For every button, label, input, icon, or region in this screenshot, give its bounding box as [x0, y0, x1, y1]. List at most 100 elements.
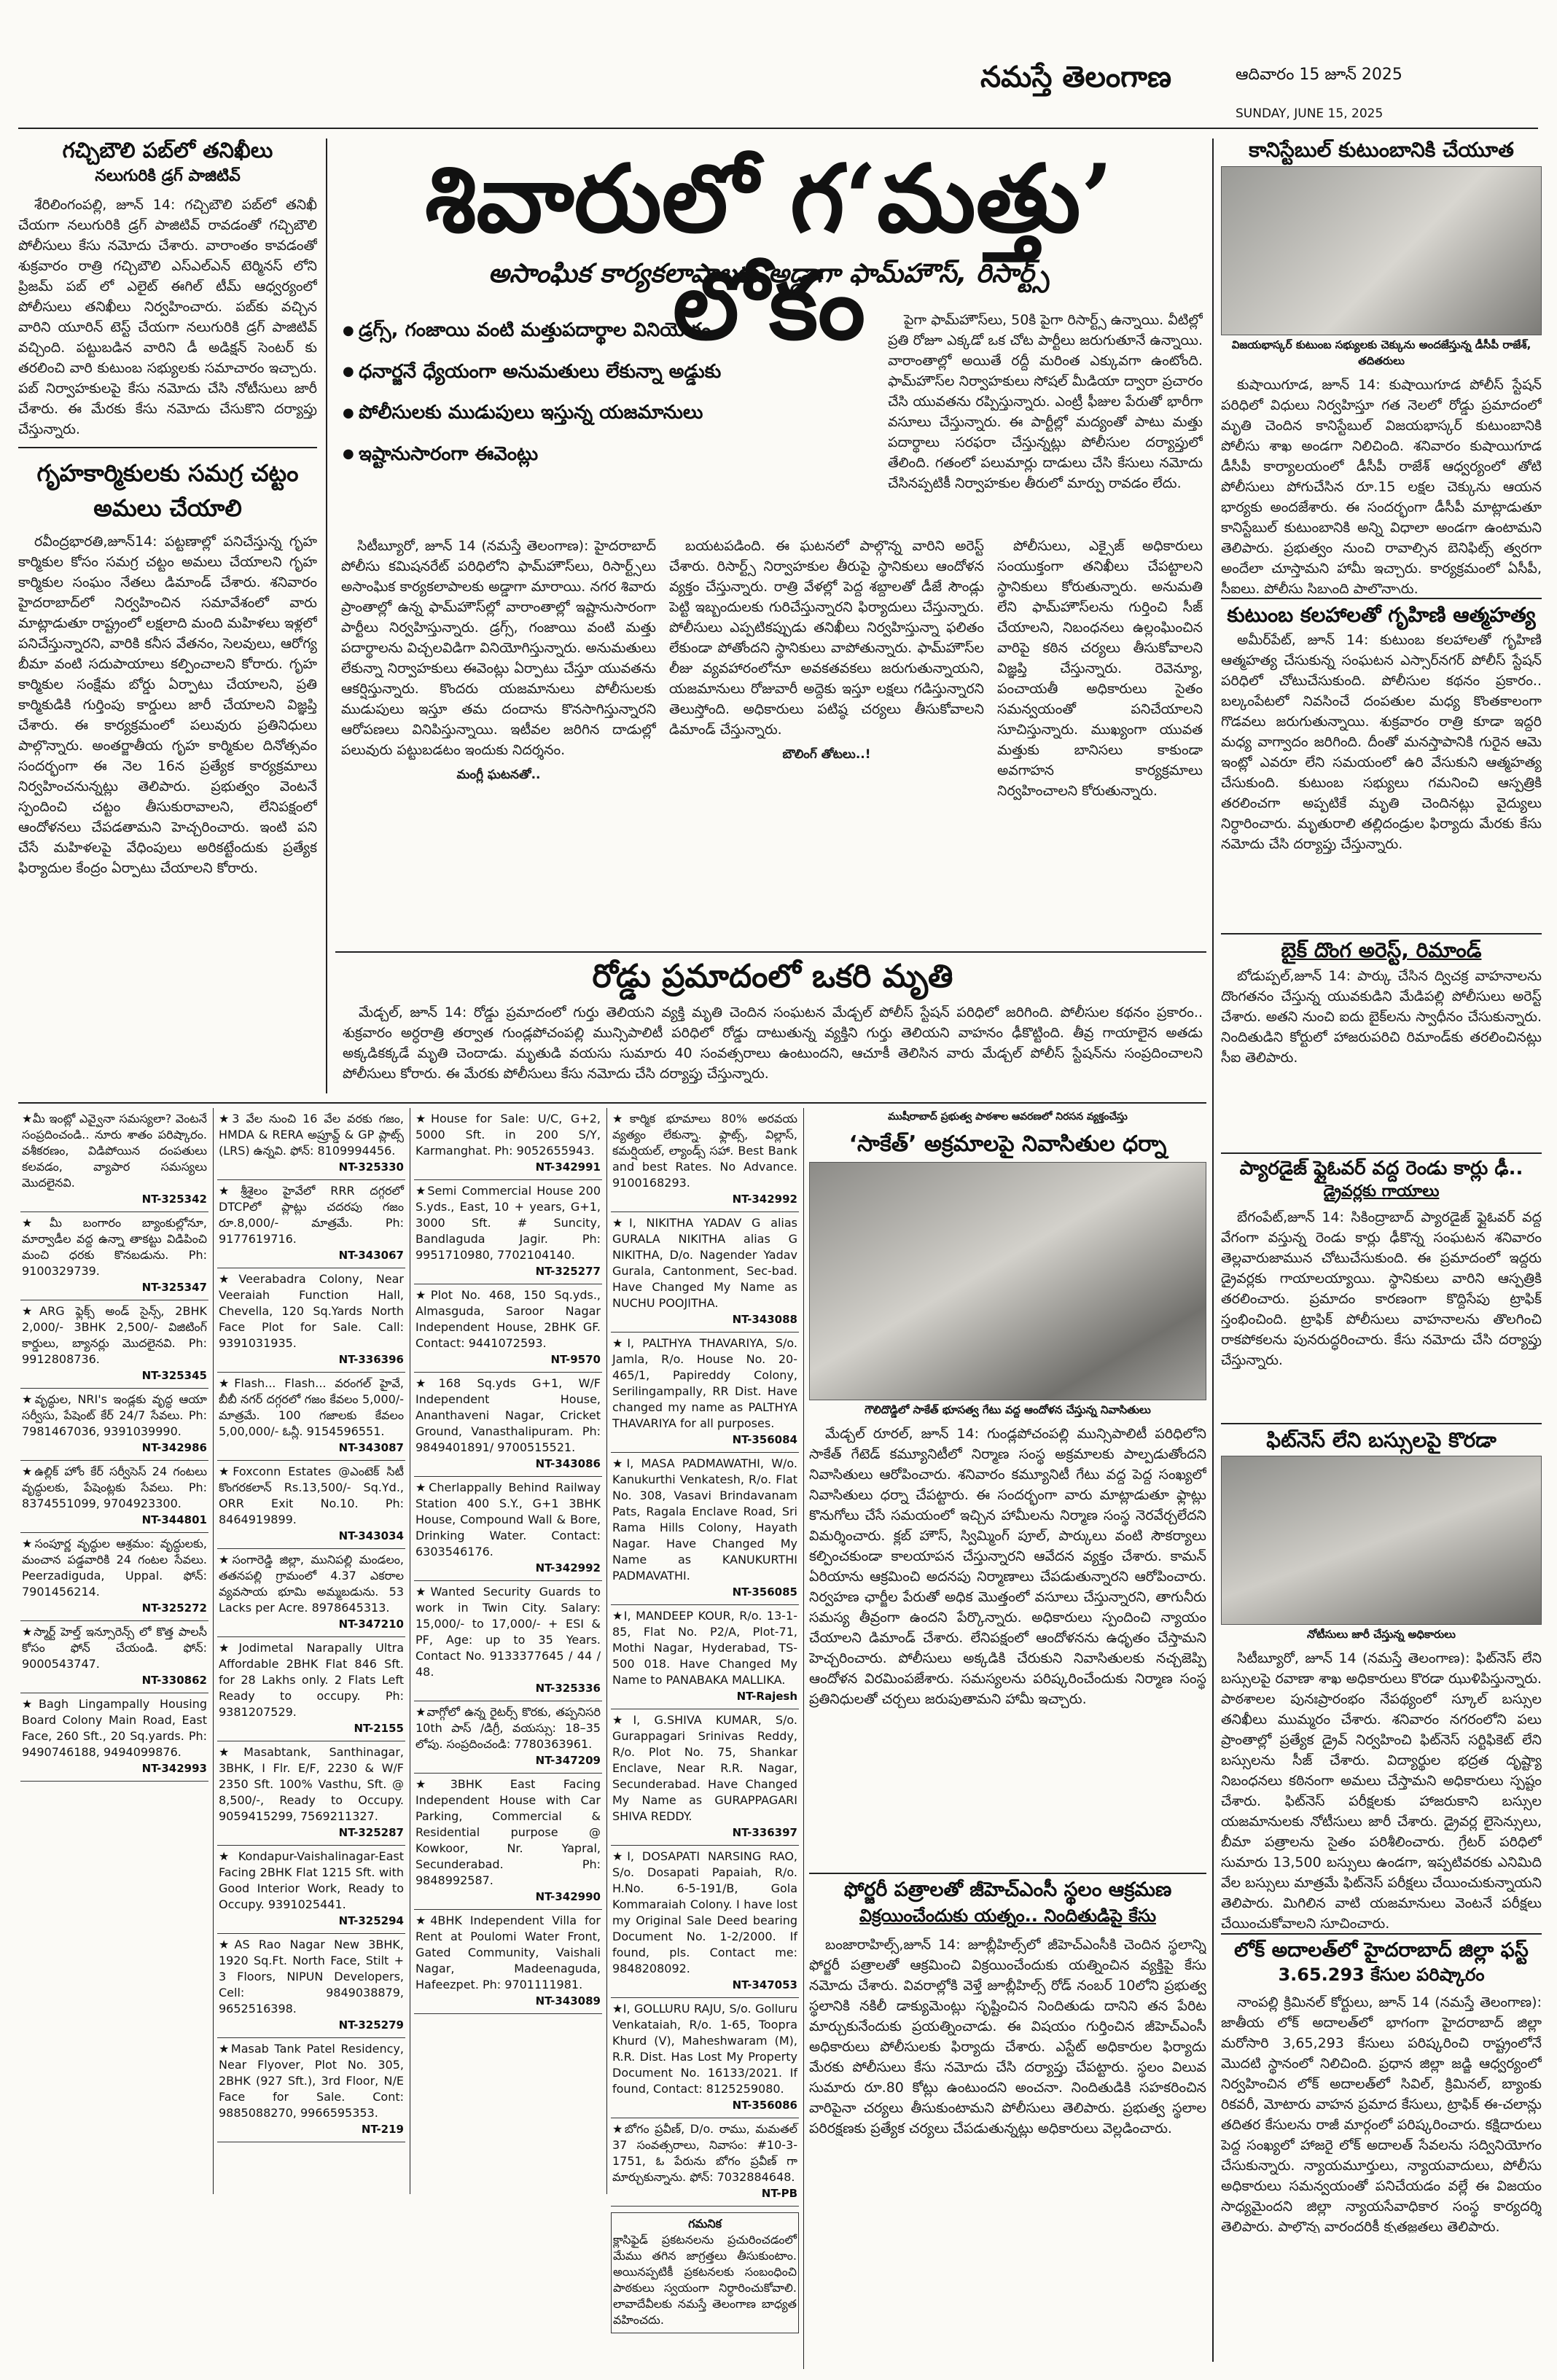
ad-item: ★I, GOLLURU RAJU, S/o. Golluru Venkataia…	[611, 1998, 799, 2118]
ad-item: ★I, PALTHYA THAVARIYA, S/o. Jamla, R/o. …	[611, 1333, 799, 1453]
right-story3-body: బోడుప్పల్,జూన్ 14: పార్కు చేసిన ద్విచక్ర…	[1221, 967, 1542, 1066]
date-telugu: ఆదివారం 15 జూన్ 2025	[1236, 66, 1402, 84]
ad-item: ★వాగ్గోలో ఉన్న రైటర్స్ కొరకు, తప్పనిసరి …	[414, 1701, 602, 1774]
right-story4-headline: ప్యారడైజ్ ఫ్లైఓవర్ వద్ద రెండు కార్లు ఢీ.…	[1239, 1157, 1523, 1179]
left-story2-body: రవీంద్రభారతి,జూన్14: పట్టణాల్లో పనిచేస్త…	[18, 534, 317, 877]
center-bottom: ముషీరాబాద్ ప్రభుత్వ పాఠశాల ఆవరణలో నిరసన …	[809, 1108, 1206, 2369]
classified-notice: గమనిక క్లాసిఫైడ్ ప్రకటనలను ప్రచురించడంలో…	[611, 2212, 799, 2333]
ad-item: ★AS Rao Nagar New 3BHK, 1920 Sq.Ft. Nort…	[217, 1934, 405, 2038]
left-divider	[326, 138, 327, 1093]
notice-text: క్లాసిఫైడ్ ప్రకటనలను ప్రచురించడంలో మేము …	[613, 2233, 797, 2327]
left-story1-headline: గచ్చిబౌలి పబ్‌లో తనిఖీలు	[62, 138, 273, 163]
lead-headline: శివారులో గ‘మత్తు’ లోకం	[424, 144, 1114, 362]
ad-item: ★Bagh Lingampally Housing Board Colony M…	[20, 1693, 208, 1782]
left-story1-sub: నలుగురికి డ్రగ్ పాజిటివ్	[95, 167, 241, 186]
lead-body-col3: పైగా ఫామ్‌హౌస్‌లు, 50కి పైగా రిసార్ట్స్ …	[888, 312, 1203, 491]
lead-body-col4: పోలీసులు, ఎక్సైజ్ అధికారులు సంయుక్తంగా త…	[997, 538, 1203, 799]
right-story1-caption: విజయభాస్కర్ కుటుంబ సభ్యులకు చెక్కును అంద…	[1231, 338, 1531, 368]
ad-item: ★Flash... Flash... వరంగల్ హైవే, బీబీ నగర…	[217, 1373, 405, 1461]
ad-item: ★3 వేల నుంచి 16 వేల వరకు గజం, HMDA & RER…	[217, 1108, 405, 1180]
ad-item: ★4BHK Independent Villa for Rent at Poul…	[414, 1910, 602, 2014]
right-story4-body: బేగంపేట్,జూన్ 14: సికింద్రాబాద్ ప్యారడైజ…	[1221, 1209, 1542, 1369]
right-story5-headline: ఫిట్‌నెస్ లేని బస్సులపై కొరడా	[1266, 1428, 1496, 1453]
ad-item: ★Foxconn Estates @ఎంటెక్ సిటీ కొంగరకలాన్…	[217, 1461, 405, 1549]
ads-column-2: ★3 వేల నుంచి 16 వేల వరకు గజం, HMDA & RER…	[217, 1108, 405, 2194]
right-story2-headline: కుటుంబ కలహాలతో గృహిణి ఆత్మహత్య	[1227, 603, 1536, 628]
ad-item: ★House for Sale: U/C, G+2, 5000 Sft. in …	[414, 1108, 602, 1180]
left-story1-body: శేరిలింగంపల్లి, జూన్ 14: గచ్చిబౌలి పబ్‌ల…	[18, 197, 317, 438]
ads-column-1: ★మీ ఇంట్లో ఎవ్వైనా సమస్యలా? వెంటనే సంప్ర…	[20, 1108, 208, 2194]
right-column: కానిస్టేబుల్ కుటుంబానికి చేయూత విజయభాస్క…	[1221, 138, 1542, 2369]
lead-subheadline: అసాంఘిక కార్యకలాపాలకు అడ్డాగా ఫామ్‌హౌస్,…	[488, 259, 1050, 289]
lead-subhead-1: మంగ్లీ ఘటనతో..	[456, 768, 541, 782]
ad-item: ★I, MASA PADMAWATHI, W/o. Kanukurthi Ven…	[611, 1453, 799, 1605]
lead-bullet-1: డ్రగ్స్, గంజాయి వంటి మత్తుపదార్థాల వినియ…	[343, 310, 816, 351]
paper-name: నమస్తే తెలంగాణ	[980, 60, 1172, 94]
lead-subhead-2: బౌలింగ్ తోటలు..!	[782, 747, 871, 762]
ads-divider-3	[606, 1108, 607, 2194]
lead-bullet-4: ఇష్టానుసారంగా ఈవెంట్లు	[343, 434, 816, 475]
lead-bullets: డ్రగ్స్, గంజాయి వంటి మత్తుపదార్థాల వినియ…	[343, 310, 816, 475]
masthead-rule	[18, 128, 1538, 129]
ad-item: ★3BHK East Facing Independent House with…	[414, 1774, 602, 1910]
ad-item: ★168 Sq.yds G+1, W/F Independent House, …	[414, 1373, 602, 1477]
ad-item: ★Veerabadra Colony, Near Veeraiah Functi…	[217, 1268, 405, 1373]
ad-item: ★మీ బంగారం బ్యాంకుల్లోనూ, మార్వాడీల వద్ద…	[20, 1212, 208, 1300]
ad-item: ★Cherlappally Behind Railway Station 400…	[414, 1477, 602, 1581]
road-story-rule	[335, 951, 1206, 953]
ads-column-3: ★House for Sale: U/C, G+2, 5000 Sft. in …	[414, 1108, 602, 2194]
ad-item: ★I, DOSAPATI NARSING RAO, S/o. Dosapati …	[611, 1846, 799, 1998]
ad-item: ★స్మార్ట్ హెల్త్ ఇన్సూరెన్స్ లో కొత్త పా…	[20, 1621, 208, 1693]
ads-column-4: ★కార్మిక భూమాలు 80% అరవయ వ్యత్యం లేకున్న…	[611, 1108, 799, 2376]
center-story1-body: మేడ్చల్ రూరల్, జూన్ 14: గుండ్లపోచంపల్లి …	[809, 1425, 1206, 1707]
ad-item: ★Masabtank, Santhinagar, 3BHK, I Flr. E/…	[217, 1741, 405, 1846]
lead-body-col1: సిటీబ్యూరో, జూన్ 14 (నమస్తే తెలంగాణ): హై…	[341, 536, 656, 948]
center-story2-sub: విక్రయించేందుకు యత్నం.. నిందితుడిపై కేసు	[859, 1905, 1156, 1926]
ad-item: ★బోగం ప్రవీణ్, D/o. రాము, మమతల్ 37 సంవత్…	[611, 2118, 799, 2207]
right-story4-sub: డ్రైవర్లకు గాయాలు	[1323, 1182, 1440, 1201]
right-divider	[1212, 138, 1214, 2362]
ad-item: ★I, G.SHIVA KUMAR, S/o. Gurappagari Srin…	[611, 1709, 799, 1846]
right-story3-headline: బైక్ దొంగ అరెస్ట్, రిమాండ్	[1281, 938, 1482, 963]
ad-item: ★Kondapur-Vaishalinagar-East Facing 2BHK…	[217, 1846, 405, 1934]
right-story2-body: అమీర్‌పేట్, జూన్ 14: కుటుంబ కలహాలతో గృహి…	[1221, 632, 1542, 853]
center-story1-headline: ‘సాకేత్’ అక్రమాలపై నివాసితుల ధర్నా	[848, 1131, 1167, 1157]
right-story5-caption: నోటీసులు జారీ చేస్తున్న అధికారులు	[1307, 1627, 1456, 1641]
ad-item: ★Jodimetal Narapally Ultra Affordable 2B…	[217, 1637, 405, 1741]
lead-body-col2: బయటపడింది. ఈ ఘటనలో పాల్గొన్న వారిని అరెస…	[669, 536, 984, 948]
ad-item: ★Masab Tank Patel Residency, Near Flyove…	[217, 2038, 405, 2142]
ad-item: ★మీ ఇంట్లో ఎవ్వైనా సమస్యలా? వెంటనే సంప్ర…	[20, 1108, 208, 1212]
ad-item: ★I, MANDEEP KOUR, R/o. 13-1-85, Flat No.…	[611, 1605, 799, 1709]
center-story2-headline: ఫోర్జరీ పత్రాలతో జీహెచ్‌ఎంసీ స్థలం ఆక్రమ…	[843, 1878, 1172, 1901]
center-story2-body: బంజారాహిల్స్,జూన్ 14: జూబ్లీహిల్స్‌లో జీ…	[809, 1936, 1206, 2137]
ad-item: ★ARG ఫ్లెక్స్ అండ్ సైన్స్, 2BHK 2,000/- …	[20, 1300, 208, 1389]
lead-bullet-3: పోలీసులకు ముడుపులు ఇస్తున్న యజమానులు	[343, 392, 816, 434]
ad-item: ★Wanted Security Guards to work in Twin …	[414, 1581, 602, 1701]
classifieds-top-rule	[18, 1102, 1206, 1104]
ad-item: ★I, NIKITHA YADAV G alias GURALA NIKITHA…	[611, 1212, 799, 1333]
ads-divider-1	[213, 1108, 214, 2194]
ad-item: ★Plot No. 468, 150 Sq.yds., Almasguda, S…	[414, 1284, 602, 1373]
date-english: SUNDAY, JUNE 15, 2025	[1236, 106, 1384, 121]
center-story1-photo	[809, 1161, 1206, 1400]
road-headline: రోడ్డు ప్రమాదంలో ఒకరి మృతి	[592, 958, 953, 995]
center-story1-caption: గౌలిదొడ్డిలో సాకేత్ భూసత్వ గేటు వద్ద ఆంద…	[865, 1402, 1151, 1416]
right-story6-headline: లోక్ అదాలత్‌లో హైదరాబాద్ జిల్లా ఫస్ట్	[1234, 1938, 1529, 1962]
notice-title: గమనిక	[688, 2217, 722, 2231]
ad-item: ★శ్రీశైలం హైవేలో RRR దగ్గరలో DTCPలో ప్లా…	[217, 1180, 405, 1268]
ad-item: ★సంగారెడ్డి జిల్లా, మునిపల్లి మండలం, తతన…	[217, 1549, 405, 1637]
right-story6-body: నాంపల్లి క్రిమినల్ కోర్టులు, జూన్ 14 (నమ…	[1221, 1994, 1542, 2233]
lead-bullets-box: డ్రగ్స్, గంజాయి వంటి మత్తుపదార్థాల వినియ…	[343, 310, 816, 528]
ad-item: ★Semi Commercial House 200 S.yds., East,…	[414, 1180, 602, 1284]
right-story6-sub: 3.65.293 కేసుల పరిష్కారం	[1278, 1964, 1485, 1985]
left-column: గచ్చిబౌలి పబ్‌లో తనిఖీలు నలుగురికి డ్రగ్…	[18, 138, 317, 1093]
lead-bullet-2: ధనార్జనే ధ్యేయంగా అనుమతులు లేకున్నా అడ్డ…	[343, 351, 816, 393]
right-story1-headline: కానిస్టేబుల్ కుటుంబానికి చేయూత	[1249, 138, 1514, 162]
right-story1-photo	[1221, 166, 1542, 336]
right-story5-photo	[1221, 1455, 1542, 1625]
road-body: మేడ్చల్, జూన్ 14: రోడ్డు ప్రమాదంలో గుర్త…	[343, 1004, 1203, 1082]
left-story2-headline: గృహకార్మికులకు సమగ్ర చట్టం అమలు చేయాలి	[36, 459, 299, 523]
center-story1-kicker: ముషీరాబాద్ ప్రభుత్వ పాఠశాల ఆవరణలో నిరసన …	[888, 1111, 1128, 1123]
right-story5-body: సిటీబ్యూరో, జూన్ 14 (నమస్తే తెలంగాణ): ఫి…	[1221, 1650, 1542, 1929]
ad-item: ★వృద్ధుల, NRI's ఇండ్లకు వృద్ధ ఆయా సర్వీస…	[20, 1389, 208, 1461]
